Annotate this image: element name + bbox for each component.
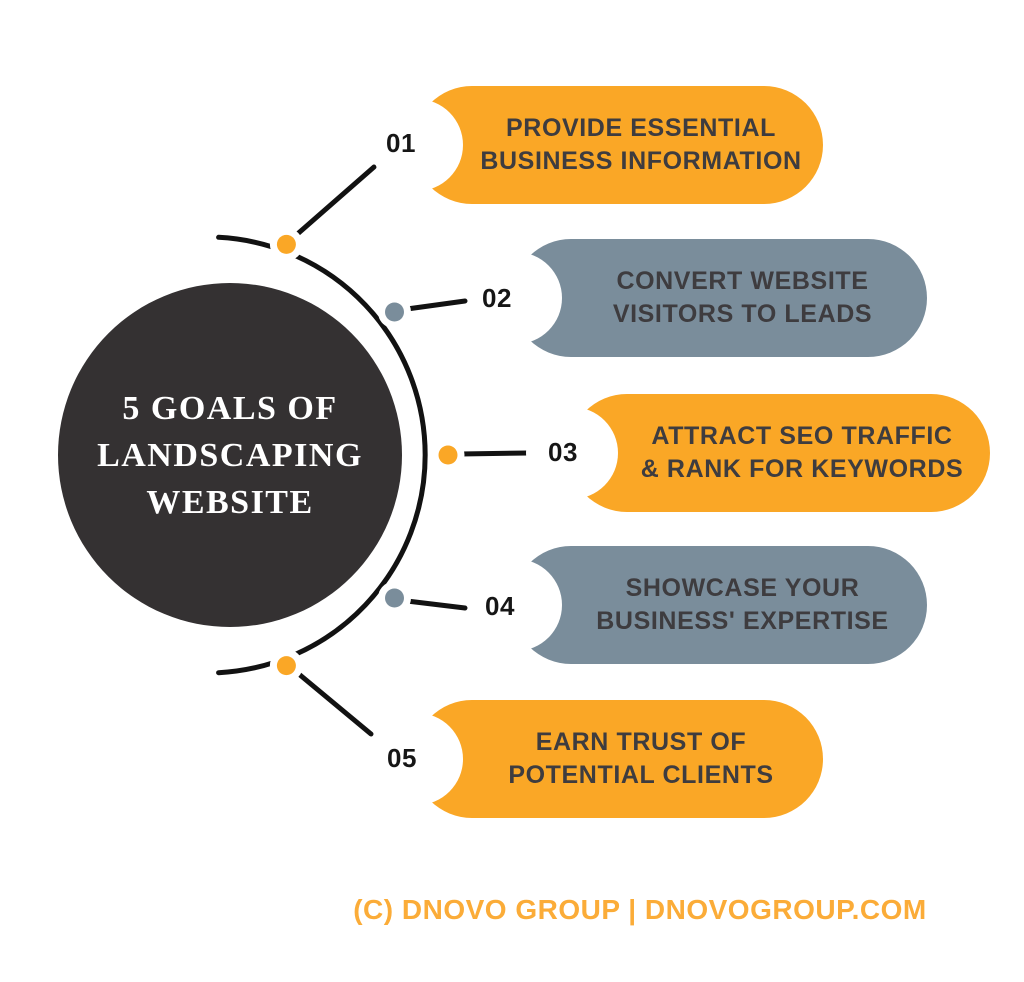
goal-pill-4-label: SHOWCASE YOUR BUSINESS' EXPERTISE (596, 572, 888, 638)
goal-pill-5-label: EARN TRUST OF POTENTIAL CLIENTS (508, 726, 773, 792)
goal-pill-4-line-2: BUSINESS' EXPERTISE (596, 607, 889, 635)
goal-pill-2-line-2: VISITORS TO LEADS (612, 300, 873, 328)
center-title-line: 5 GOALS OF (122, 389, 338, 427)
goal-pill-1-line-1: PROVIDE ESSENTIAL (506, 114, 776, 142)
center-title-line: LANDSCAPING (97, 436, 363, 474)
item-number-1: 01 (386, 128, 416, 158)
goal-pill-5: EARN TRUST OF POTENTIAL CLIENTS (371, 700, 823, 818)
goal-pill-3: ATTRACT SEO TRAFFIC & RANK FOR KEYWORDS (526, 394, 990, 512)
goal-pill-1-label: PROVIDE ESSENTIAL BUSINESS INFORMATION (480, 112, 801, 178)
goal-pill-3-line-2: & RANK FOR KEYWORDS (640, 455, 964, 483)
goal-pill-5-line-2: POTENTIAL CLIENTS (508, 761, 774, 789)
connector-line-1 (291, 164, 377, 240)
item-number-2: 02 (482, 283, 512, 313)
dot-halo (269, 227, 303, 261)
goal-pill-1-line-2: BUSINESS INFORMATION (480, 147, 802, 175)
center-circle: 5 GOALS OF LANDSCAPING WEBSITE (58, 283, 402, 627)
dot-halo (378, 295, 411, 329)
goal-pill-2-label: CONVERT WEBSITE VISITORS TO LEADS (613, 265, 872, 331)
goal-pill-4: SHOWCASE YOUR BUSINESS' EXPERTISE (470, 546, 927, 664)
connector-line-3 (457, 450, 531, 457)
center-title-line: WEBSITE (146, 483, 314, 521)
dot-halo (431, 438, 465, 472)
connector-dot-2-icon (385, 302, 404, 322)
connector-dot-3-icon (438, 445, 458, 465)
dot-halo (269, 649, 303, 683)
connector-line-2 (404, 298, 468, 312)
goal-pill-5-line-1: EARN TRUST OF (535, 728, 747, 756)
item-number-4: 04 (485, 591, 515, 621)
item-number-3: 03 (548, 437, 578, 467)
connector-dot-4-icon (385, 588, 404, 608)
connector-line-5 (291, 667, 374, 737)
goal-pill-1: PROVIDE ESSENTIAL BUSINESS INFORMATION (371, 86, 823, 204)
goal-pill-4-line-1: SHOWCASE YOUR (625, 574, 860, 602)
connector-dot-5-icon (276, 656, 296, 676)
connector-line-4 (404, 598, 468, 611)
item-number-5: 05 (387, 743, 417, 773)
connector-dot-1-icon (276, 234, 296, 254)
goal-pill-3-label: ATTRACT SEO TRAFFIC & RANK FOR KEYWORDS (641, 420, 964, 486)
dot-halo (378, 581, 411, 615)
goal-pill-3-line-1: ATTRACT SEO TRAFFIC (651, 422, 953, 450)
goal-pill-2-line-1: CONVERT WEBSITE (616, 267, 869, 295)
goal-pill-2: CONVERT WEBSITE VISITORS TO LEADS (470, 239, 927, 357)
footer-credit: (C) DNOVO GROUP | DNOVOGROUP.COM (353, 894, 927, 925)
